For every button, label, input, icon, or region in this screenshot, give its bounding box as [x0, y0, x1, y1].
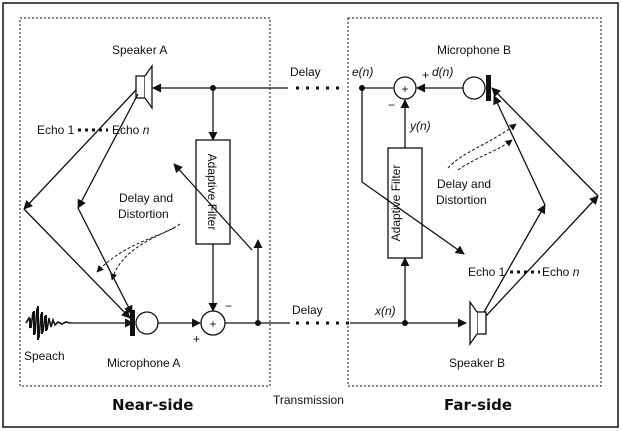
delay-dist-a-line1: Delay and	[119, 191, 173, 205]
summer-a-minus: −	[225, 299, 232, 313]
echo-path-a-2	[23, 208, 131, 319]
dn-label: d(n)	[432, 65, 453, 79]
adaptive-filter-a-label: Adaptive Filter	[205, 154, 219, 231]
speech-waveform-icon	[25, 306, 71, 340]
echon-b-label: Echo n	[542, 265, 580, 279]
echo-path-a-1	[23, 89, 137, 210]
adaptation-arrow-a	[173, 163, 253, 251]
summer-b-symbol: +	[401, 82, 408, 96]
delay-bottom-label: Delay	[292, 303, 323, 317]
speaker-b-label: Speaker B	[449, 356, 505, 370]
summer-b-minus: −	[388, 98, 395, 112]
speaker-a-label: Speaker A	[112, 43, 167, 57]
adaptation-arrow-b	[361, 181, 465, 255]
echon-a-label: Echo n	[112, 123, 150, 137]
speech-label: Speach	[24, 349, 65, 363]
microphone-a-icon	[130, 310, 159, 336]
speaker-b-icon	[469, 299, 487, 347]
delay-dist-b-line1: Delay and	[437, 177, 491, 191]
adaptive-filter-b	[387, 147, 423, 259]
speaker-a-icon	[135, 63, 153, 111]
echo-path-a-4	[77, 207, 133, 315]
delay-dist-a-curve-1	[96, 223, 181, 273]
summer-a-symbol: +	[209, 317, 216, 331]
yn-label: y(n)	[409, 119, 431, 133]
en-label: e(n)	[352, 65, 373, 79]
delay-dist-a-curve-2	[110, 227, 175, 281]
delay-top-label: Delay	[290, 65, 321, 79]
delay-dist-b-curve-1	[447, 123, 517, 169]
summer-b	[393, 76, 417, 100]
far-side-label: Far-side	[444, 396, 512, 414]
delay-dist-a-line2: Distortion	[118, 207, 169, 221]
microphone-b-label: Microphone B	[437, 43, 511, 57]
summer-b-plus: +	[422, 68, 429, 82]
xn-label: x(n)	[374, 304, 396, 318]
microphone-b-icon	[462, 75, 491, 101]
adaptive-filter-b-label: Adaptive Filter	[389, 165, 403, 242]
echo-path-b-4	[493, 95, 546, 206]
delay-dist-b-line2: Distortion	[436, 193, 487, 207]
delay-dist-b-curve-2	[457, 139, 513, 171]
echo1-a-label: Echo 1	[37, 123, 75, 137]
transmission-label: Transmission	[273, 393, 344, 407]
summer-a-plus: +	[193, 332, 200, 346]
echo-path-b-3	[483, 204, 546, 313]
far-side-box	[347, 17, 602, 387]
echo-path-b-2	[491, 87, 599, 197]
echo-path-a-3	[77, 93, 139, 209]
near-side-label: Near-side	[112, 396, 193, 414]
echo1-b-label: Echo 1	[468, 265, 506, 279]
echo-path-b-1	[485, 195, 599, 317]
microphone-a-label: Microphone A	[107, 356, 180, 370]
near-side-box	[19, 17, 271, 387]
